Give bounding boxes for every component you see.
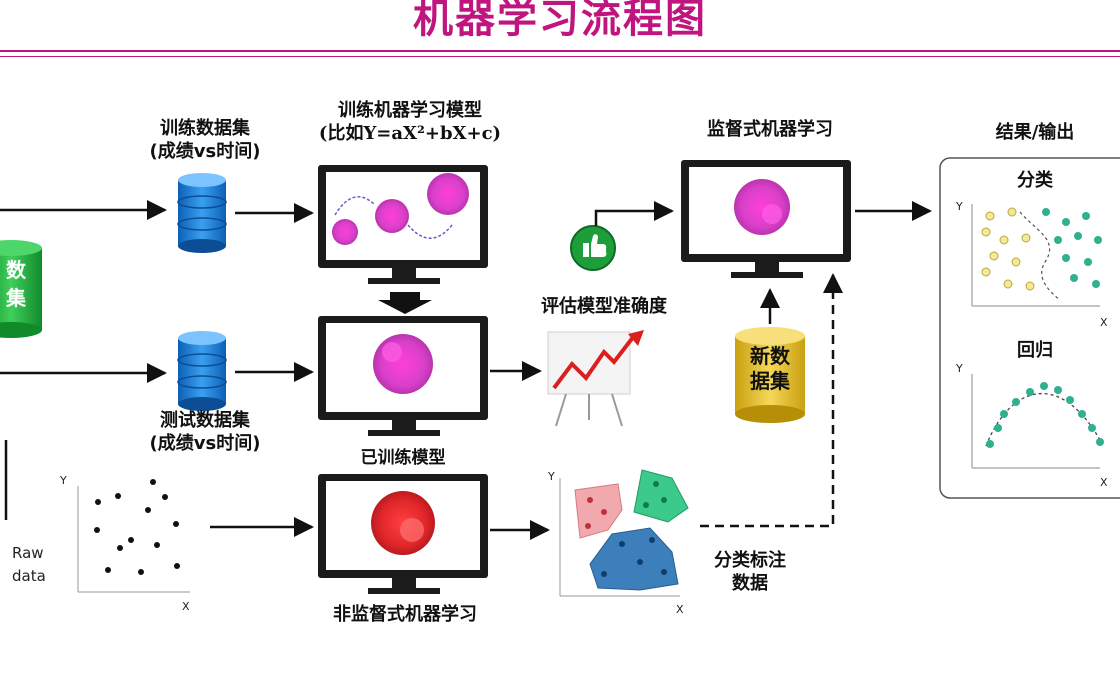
train-database-icon xyxy=(177,173,227,253)
training-monitor xyxy=(318,165,488,284)
results-panel xyxy=(939,157,1120,499)
left-database-label: 数 集 xyxy=(0,256,36,312)
train-model-title: 训练机器学习模型 xyxy=(338,100,482,121)
title-divider xyxy=(0,50,1120,52)
left-database-icon xyxy=(0,240,42,338)
raw-x-axis-label: X xyxy=(182,600,190,613)
class-x-axis-label: X xyxy=(1100,316,1108,329)
regression-label: 回归 xyxy=(1017,340,1053,361)
unsupervised-label: 非监督式机器学习 xyxy=(333,604,477,625)
new-data-label: 新数 据集 xyxy=(735,344,805,394)
test-set-label: 测试数据集 (成绩vs时间) xyxy=(120,410,290,455)
supervised-label: 监督式机器学习 xyxy=(707,119,833,140)
new-data-line1: 新数 xyxy=(750,344,790,368)
cluster-y-axis-label: Y xyxy=(548,470,555,483)
left-db-line1: 数 xyxy=(6,258,26,282)
classified-line1: 分类标注 xyxy=(714,550,786,571)
reg-y-axis-label: Y xyxy=(956,362,963,375)
new-data-line2: 据集 xyxy=(750,369,790,393)
raw-line1: Raw xyxy=(12,544,44,562)
page-title: 机器学习流程图 xyxy=(413,0,707,42)
raw-line2: data xyxy=(12,566,46,585)
cluster-x-axis-label: X xyxy=(676,603,684,616)
unsupervised-monitor xyxy=(318,474,488,594)
class-y-axis-label: Y xyxy=(956,200,963,213)
evaluation-chart-icon xyxy=(547,330,644,427)
test-set-subtitle: (成绩vs时间) xyxy=(149,432,261,454)
classification-label: 分类 xyxy=(1017,170,1053,191)
raw-data-scatter xyxy=(77,479,190,593)
raw-data-label: Raw data xyxy=(12,542,62,587)
evaluate-label: 评估模型准确度 xyxy=(541,296,667,317)
train-set-label: 训练数据集 (成绩vs时间) xyxy=(120,118,290,163)
train-model-formula: (比如Y=aX²+bX+c) xyxy=(318,122,502,144)
title-divider-thin xyxy=(0,56,1120,57)
supervised-monitor xyxy=(681,160,851,278)
test-set-title: 测试数据集 xyxy=(160,410,250,431)
train-set-subtitle: (成绩vs时间) xyxy=(149,140,261,162)
classified-line2: 数据 xyxy=(732,572,768,594)
trained-model-label: 已训练模型 xyxy=(360,448,446,468)
left-db-line2: 集 xyxy=(6,286,26,310)
thumbs-up-icon xyxy=(570,225,616,271)
down-arrow-icon xyxy=(378,292,432,314)
trained-monitor xyxy=(318,316,488,436)
train-model-label: 训练机器学习模型 (比如Y=aX²+bX+c) xyxy=(290,100,530,145)
reg-x-axis-label: X xyxy=(1100,476,1108,489)
train-set-title: 训练数据集 xyxy=(160,118,250,139)
test-database-icon xyxy=(177,331,227,411)
new-data-database-icon xyxy=(735,327,805,423)
classified-label: 分类标注 数据 xyxy=(690,550,810,595)
raw-y-axis-label: Y xyxy=(60,474,67,487)
result-label: 结果/输出 xyxy=(995,122,1075,143)
cluster-chart xyxy=(559,469,689,597)
